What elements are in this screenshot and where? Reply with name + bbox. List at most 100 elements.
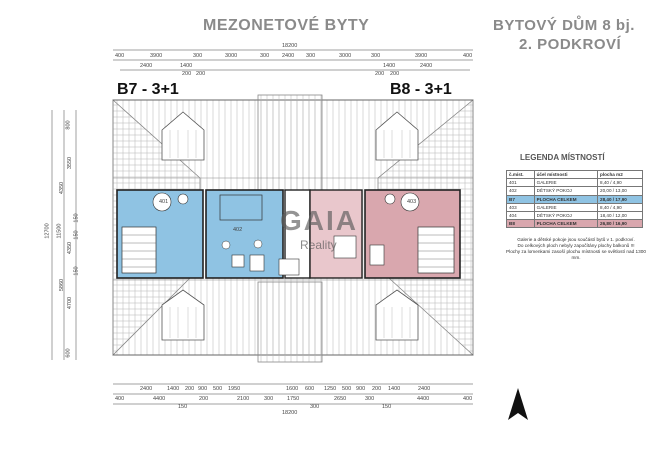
dim-bottom: 900: [356, 386, 366, 392]
dim-top-sub: 200: [182, 71, 192, 77]
dim-left: 4350: [59, 181, 66, 195]
legend-cell: 26,80 / 16,90: [597, 219, 643, 229]
dim-top: 300: [260, 53, 270, 59]
dim-left: 800: [65, 120, 72, 130]
watermark-logo: GAIA: [280, 205, 358, 236]
dim-bottom: 900: [198, 386, 208, 392]
dim-bottom2: 4400: [153, 396, 166, 402]
dim-bottom2: 200: [199, 396, 209, 402]
stair-core: [278, 189, 363, 279]
dim-bottom: 600: [305, 386, 315, 392]
dormers: [161, 111, 419, 341]
dim-bottom: 2400: [418, 386, 431, 392]
north-arrow-icon: [508, 388, 528, 420]
legend-cell: PLOCHA CELKEM: [533, 194, 599, 204]
legend-cell: 402: [506, 186, 535, 196]
dim-bottom: 1600: [286, 386, 299, 392]
dim-bottom-small: 150: [382, 404, 392, 410]
dim-bottom-small: 300: [310, 404, 320, 410]
dim-bottom2: 2650: [334, 396, 347, 402]
legend-title: LEGENDA MÍSTNOSTÍ: [520, 153, 605, 162]
dim-bottom2: 400: [115, 396, 125, 402]
dim-left-inner: 11500: [56, 223, 63, 239]
dim-bottom: 1950: [228, 386, 241, 392]
legend-note-line: Do celkových ploch nebyly započítány plo…: [517, 243, 635, 248]
dim-bottom-small: 150: [178, 404, 188, 410]
dim-top: 300: [193, 53, 203, 59]
page-title: MEZONETOVÉ BYTY: [203, 17, 370, 34]
dim-top-sub: 1400: [180, 63, 193, 69]
legend-cell: DĚTSKÝ POKOJ: [533, 210, 599, 221]
legend-cell: B7: [506, 194, 535, 204]
dim-bottom: 200: [185, 386, 195, 392]
legend-cell: 403: [506, 202, 535, 212]
legend-header: účel místnosti: [533, 169, 599, 180]
legend-header: č.míst.: [506, 169, 535, 180]
dim-top: 300: [306, 53, 316, 59]
dim-top: 3900: [415, 53, 428, 59]
room-number-403: 403: [407, 199, 417, 205]
dim-left: 600: [65, 348, 72, 358]
dim-top-total: 18200: [282, 43, 298, 49]
legend-note: Galerie a dětské pokoje jsou součástí by…: [505, 237, 647, 261]
watermark-sub: Reality: [300, 238, 337, 252]
legend-cell: GALERIE: [533, 178, 599, 188]
dim-top: 400: [115, 53, 125, 59]
dim-bottom: 200: [372, 386, 382, 392]
dim-left: 3550: [67, 156, 74, 170]
dim-bottom: 500: [213, 386, 223, 392]
dim-bottom: 1400: [388, 386, 401, 392]
unit-b8-label: B8 - 3+1: [390, 81, 452, 98]
dim-left: 4350: [67, 241, 74, 255]
dim-bottom2: 4400: [417, 396, 430, 402]
legend-cell: GALERIE: [533, 202, 599, 212]
dimension-lines: [51, 49, 473, 405]
room-number-402: 402: [233, 227, 243, 233]
legend-cell: 20,00 / 13,00: [597, 186, 643, 196]
dim-bottom2: 1750: [287, 396, 300, 402]
legend-note-line: Galerie a dětské pokoje jsou součástí by…: [517, 237, 635, 242]
dim-top: 2400: [282, 53, 295, 59]
dim-bottom-total: 18200: [282, 410, 298, 416]
dim-left-small: 150: [73, 266, 80, 276]
legend-cell: B8: [506, 219, 535, 229]
dim-bottom: 500: [342, 386, 352, 392]
dim-bottom2: 300: [264, 396, 274, 402]
dim-left-total: 12700: [44, 223, 51, 239]
legend-note-line: Plochy za lomenkami zasoší plochu místno…: [506, 249, 646, 260]
building-title: BYTOVÝ DŮM 8 bj.: [493, 17, 635, 34]
legend-cell: PLOCHA CELKEM: [533, 219, 599, 229]
dim-top: 3000: [225, 53, 238, 59]
dim-top: 300: [371, 53, 381, 59]
dim-top-sub: 2400: [420, 63, 433, 69]
dim-bottom: 2400: [140, 386, 153, 392]
dim-top-sub: 200: [390, 71, 400, 77]
legend-header: plocha m2: [597, 169, 643, 180]
dim-bottom2: 400: [463, 396, 473, 402]
legend-cell: 18,40 / 12,00: [597, 210, 643, 221]
dim-bottom: 1400: [167, 386, 180, 392]
legend-cell: 8,40 / 4,90: [597, 178, 643, 188]
legend-cell: DĚTSKÝ POKOJ: [533, 186, 599, 196]
unit-b7-area: [116, 189, 284, 279]
dim-top-sub: 1400: [383, 63, 396, 69]
legend-cell: 401: [506, 178, 535, 188]
dim-left-small: 150: [73, 213, 80, 223]
room-number-401: 401: [159, 199, 169, 205]
unit-b8-area: [364, 189, 461, 279]
dim-top-sub: 2400: [140, 63, 153, 69]
dim-top-sub: 200: [375, 71, 385, 77]
dim-top: 3000: [339, 53, 352, 59]
dim-bottom2: 300: [365, 396, 375, 402]
dim-bottom: 1250: [324, 386, 337, 392]
dim-left: 4700: [67, 296, 74, 310]
dim-top: 3900: [150, 53, 163, 59]
